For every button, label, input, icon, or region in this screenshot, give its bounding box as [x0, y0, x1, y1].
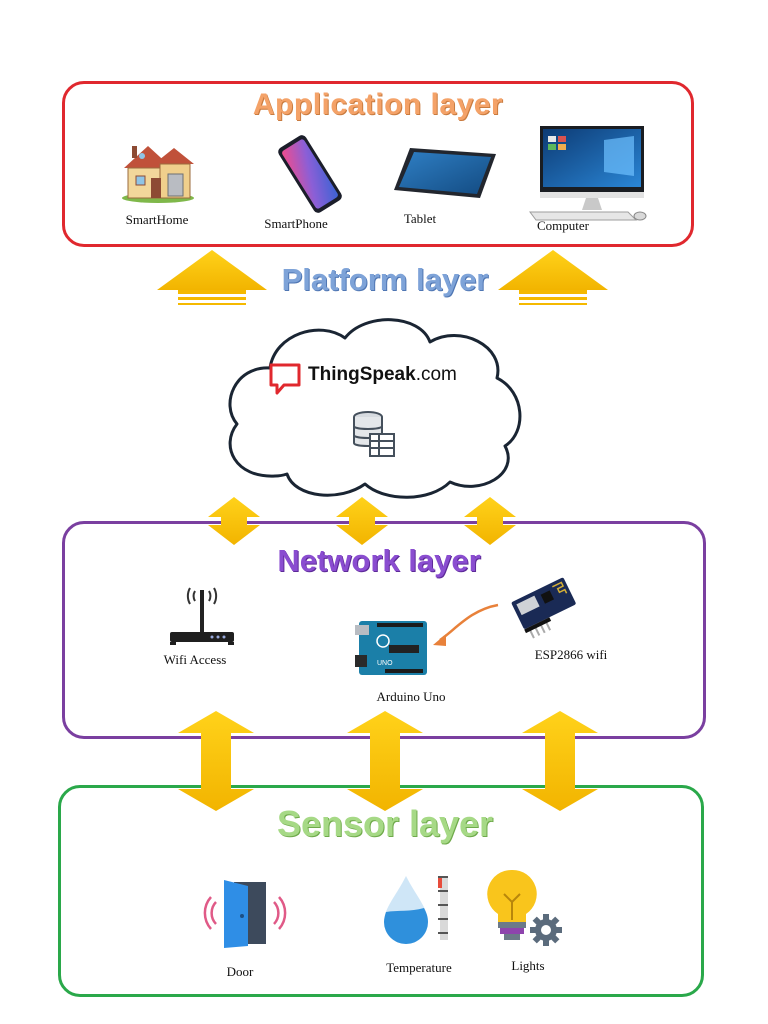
thingspeak-brand: ThingSpeak.com — [308, 364, 457, 386]
double-arrow-icon — [208, 497, 260, 545]
arduino-uno-label: Arduino Uno — [376, 689, 446, 704]
lights-label: Lights — [511, 958, 545, 973]
brand-suffix: .com — [415, 364, 457, 385]
up-arrow-left-icon — [157, 250, 267, 305]
temperature-label: Temperature — [386, 960, 452, 975]
application-layer-title: Application layer — [252, 88, 504, 121]
database-icon — [353, 411, 395, 457]
arduino-icon: UNO — [355, 621, 427, 675]
door-icon — [203, 880, 287, 948]
smartphone-icon — [278, 135, 342, 213]
tablet-icon — [394, 148, 496, 198]
double-arrow-icon — [336, 497, 388, 545]
svg-text:UNO: UNO — [377, 660, 393, 667]
cloud-icon — [228, 318, 522, 499]
wifi-access-label: Wifi Access — [163, 652, 227, 667]
computer-label: Computer — [537, 218, 589, 233]
up-arrow-right-icon — [498, 250, 608, 305]
platform-layer-title: Platform layer — [281, 262, 489, 297]
thermometer-drop-icon — [384, 876, 448, 944]
double-arrow-icon — [522, 711, 598, 811]
smartphone-label: SmartPhone — [264, 216, 328, 231]
thingspeak-logo-icon — [269, 363, 301, 395]
network-layer-title: Network layer — [277, 543, 481, 578]
smarthome-label: SmartHome — [125, 212, 189, 227]
double-arrow-icon — [178, 711, 254, 811]
double-arrow-icon — [347, 711, 423, 811]
router-icon — [170, 587, 234, 645]
sensor-layer-box — [58, 785, 704, 997]
esp-wifi-label: ESP2866 wifi — [534, 647, 608, 662]
computer-icon — [529, 126, 647, 221]
lightbulb-gear-icon — [487, 869, 562, 946]
sensor-layer-title: Sensor layer — [276, 803, 494, 844]
double-arrow-icon — [464, 497, 516, 545]
brand-name: ThingSpeak — [308, 364, 416, 385]
esp-module-icon — [511, 577, 576, 639]
door-label: Door — [226, 964, 254, 979]
house-icon — [122, 146, 194, 203]
tablet-label: Tablet — [403, 211, 437, 226]
